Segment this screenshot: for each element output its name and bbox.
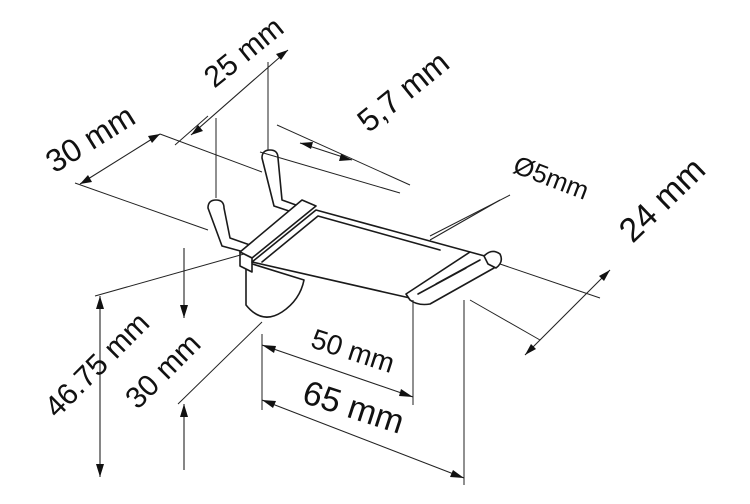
hook-tip-detail [417, 259, 481, 295]
hook-back-tab [245, 261, 305, 318]
hook-mount-plate-front [239, 251, 253, 273]
dim-label-total-length: 65 mm [298, 373, 409, 441]
hook-tip-end [483, 250, 503, 269]
hook-arm-inner-line [261, 215, 441, 263]
extension-lines [74, 62, 601, 485]
dim-label-width-30: 30 mm [39, 97, 141, 179]
hook-part [207, 149, 503, 318]
dim-label-plate-5-7: 5,7 mm [350, 44, 456, 139]
dimension-lines [79, 49, 611, 479]
hook-lower-peg [207, 199, 251, 253]
dim-label-wire-diameter: Ø5mm [509, 150, 593, 206]
dim-label-inner-length: 50 mm [307, 323, 398, 379]
dim-label-height-24: 24 mm [612, 150, 713, 250]
hook-upper-peg [261, 149, 297, 213]
dim-label-spacing-25: 25 mm [198, 11, 290, 94]
